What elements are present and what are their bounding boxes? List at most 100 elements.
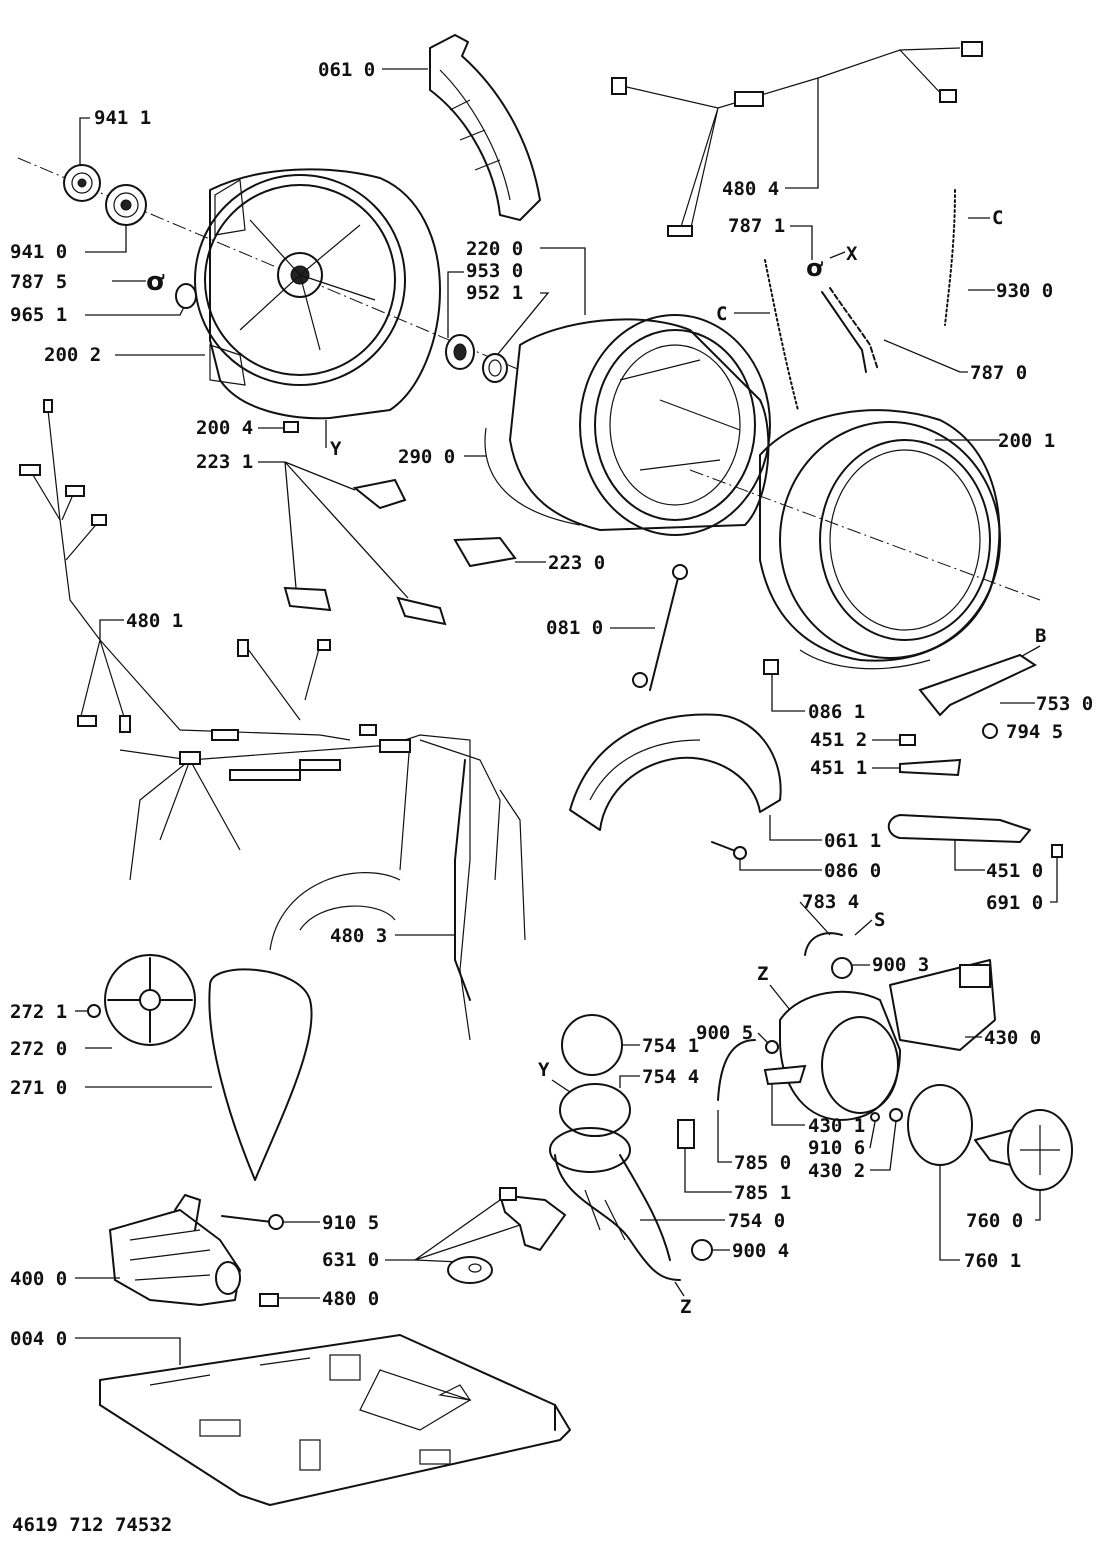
part-200-4-clip xyxy=(283,421,299,433)
label-754-1: 754 1 xyxy=(642,1035,699,1057)
label-200-4: 200 4 xyxy=(196,417,253,439)
part-691-0-sensor xyxy=(1051,844,1063,858)
part-783-4-hose xyxy=(804,932,843,956)
part-451-1-bracket xyxy=(899,758,962,777)
letter-y-top: Y xyxy=(330,438,342,460)
label-941-1: 941 1 xyxy=(94,107,151,129)
label-785-0: 785 0 xyxy=(734,1152,791,1174)
part-220-0-drum xyxy=(509,314,771,536)
part-754-1-lid xyxy=(561,1014,623,1076)
label-061-0: 061 0 xyxy=(318,59,375,81)
part-223-0-paddle xyxy=(453,536,517,568)
part-910-5-screw xyxy=(221,1215,273,1223)
part-430-2-washer xyxy=(889,1108,903,1122)
label-787-5: 787 5 xyxy=(10,271,67,293)
label-271-0: 271 0 xyxy=(10,1077,67,1099)
label-794-5: 794 5 xyxy=(1006,721,1063,743)
part-081-0-damper xyxy=(649,569,681,691)
label-480-4: 480 4 xyxy=(722,178,779,200)
part-941-1-bearing xyxy=(63,164,101,202)
part-754-4-seal xyxy=(559,1083,631,1137)
label-953-0: 953 0 xyxy=(466,260,523,282)
part-900-3-clamp xyxy=(831,957,853,979)
label-200-1: 200 1 xyxy=(998,430,1055,452)
label-760-1: 760 1 xyxy=(964,1250,1021,1272)
label-691-0: 691 0 xyxy=(986,892,1043,914)
label-430-2: 430 2 xyxy=(808,1160,865,1182)
part-930-0-hose xyxy=(944,189,956,326)
part-794-5-ring xyxy=(982,723,998,739)
part-004-0-base xyxy=(99,1334,571,1506)
letter-c-right: C xyxy=(992,207,1003,229)
part-223-1-paddle-a xyxy=(352,478,407,510)
part-272-0-pulley xyxy=(104,954,196,1046)
label-086-0: 086 0 xyxy=(824,860,881,882)
letter-x: X xyxy=(846,243,858,265)
label-952-1: 952 1 xyxy=(466,282,523,304)
label-941-0: 941 0 xyxy=(10,241,67,263)
part-953-0-seal xyxy=(445,334,475,370)
label-061-1: 061 1 xyxy=(824,830,881,852)
label-220-0: 220 0 xyxy=(466,238,523,260)
label-223-0: 223 0 xyxy=(548,552,605,574)
letter-y-bottom: Y xyxy=(538,1059,550,1081)
part-200-1-front-tub xyxy=(759,409,1001,670)
rear-axis-line xyxy=(17,157,521,371)
part-631-0-switch xyxy=(447,1187,567,1284)
clip-787-1-icon: ơ xyxy=(806,254,823,282)
label-086-1: 086 1 xyxy=(808,701,865,723)
label-754-0: 754 0 xyxy=(728,1210,785,1232)
label-753-0: 753 0 xyxy=(1036,693,1093,715)
part-451-0-heater xyxy=(887,814,1031,843)
label-272-0: 272 0 xyxy=(10,1038,67,1060)
part-400-0-motor xyxy=(109,1194,241,1306)
label-787-1: 787 1 xyxy=(728,215,785,237)
part-061-1-bracket xyxy=(569,713,782,831)
label-272-1: 272 1 xyxy=(10,1001,67,1023)
part-480-4-harness xyxy=(611,41,983,237)
label-200-2: 200 2 xyxy=(44,344,101,366)
label-081-0: 081 0 xyxy=(546,617,603,639)
part-787-0-bellows xyxy=(829,287,879,371)
label-754-4: 754 4 xyxy=(642,1066,699,1088)
part-480-0-connector xyxy=(259,1293,279,1307)
label-451-0: 451 0 xyxy=(986,860,1043,882)
label-631-0: 631 0 xyxy=(322,1249,379,1271)
part-480-1-harness xyxy=(19,399,377,741)
part-754-0-sump xyxy=(549,1127,681,1281)
part-290-0-wire xyxy=(484,427,581,526)
part-941-0-bearing xyxy=(105,184,147,226)
front-axis-line xyxy=(689,469,1041,601)
letter-s: S xyxy=(874,909,885,931)
label-004-0: 004 0 xyxy=(10,1328,67,1350)
label-900-5: 900 5 xyxy=(696,1022,753,1044)
part-900-5-clamp xyxy=(765,1040,779,1054)
part-223-1-paddle-c xyxy=(396,596,447,626)
part-900-4-clamp xyxy=(691,1239,713,1261)
label-910-5: 910 5 xyxy=(322,1212,379,1234)
part-spring-c-left xyxy=(764,259,799,411)
label-785-1: 785 1 xyxy=(734,1182,791,1204)
part-272-1-bolt xyxy=(87,1004,101,1018)
label-787-0: 787 0 xyxy=(970,362,1027,384)
part-952-1-seal xyxy=(482,353,508,383)
label-451-1: 451 1 xyxy=(810,757,867,779)
part-785-1-valve xyxy=(677,1119,695,1149)
letter-z-top: Z xyxy=(757,963,768,985)
label-900-4: 900 4 xyxy=(732,1240,789,1262)
part-271-0-belt xyxy=(208,968,313,1181)
part-965-1-ring xyxy=(175,283,197,309)
part-753-0-sensor xyxy=(918,653,1038,717)
label-900-3: 900 3 xyxy=(872,954,929,976)
label-430-1: 430 1 xyxy=(808,1115,865,1137)
label-451-2: 451 2 xyxy=(810,729,867,751)
label-290-0: 290 0 xyxy=(398,446,455,468)
letter-b: B xyxy=(1035,625,1046,647)
label-480-1: 480 1 xyxy=(126,610,183,632)
document-code: 4619 712 74532 xyxy=(12,1514,173,1536)
clip-787-5-icon: ơ xyxy=(146,267,165,297)
part-480-3-harness xyxy=(119,734,526,1041)
part-451-2-screw xyxy=(899,734,916,746)
letter-z-bottom: Z xyxy=(680,1296,691,1318)
